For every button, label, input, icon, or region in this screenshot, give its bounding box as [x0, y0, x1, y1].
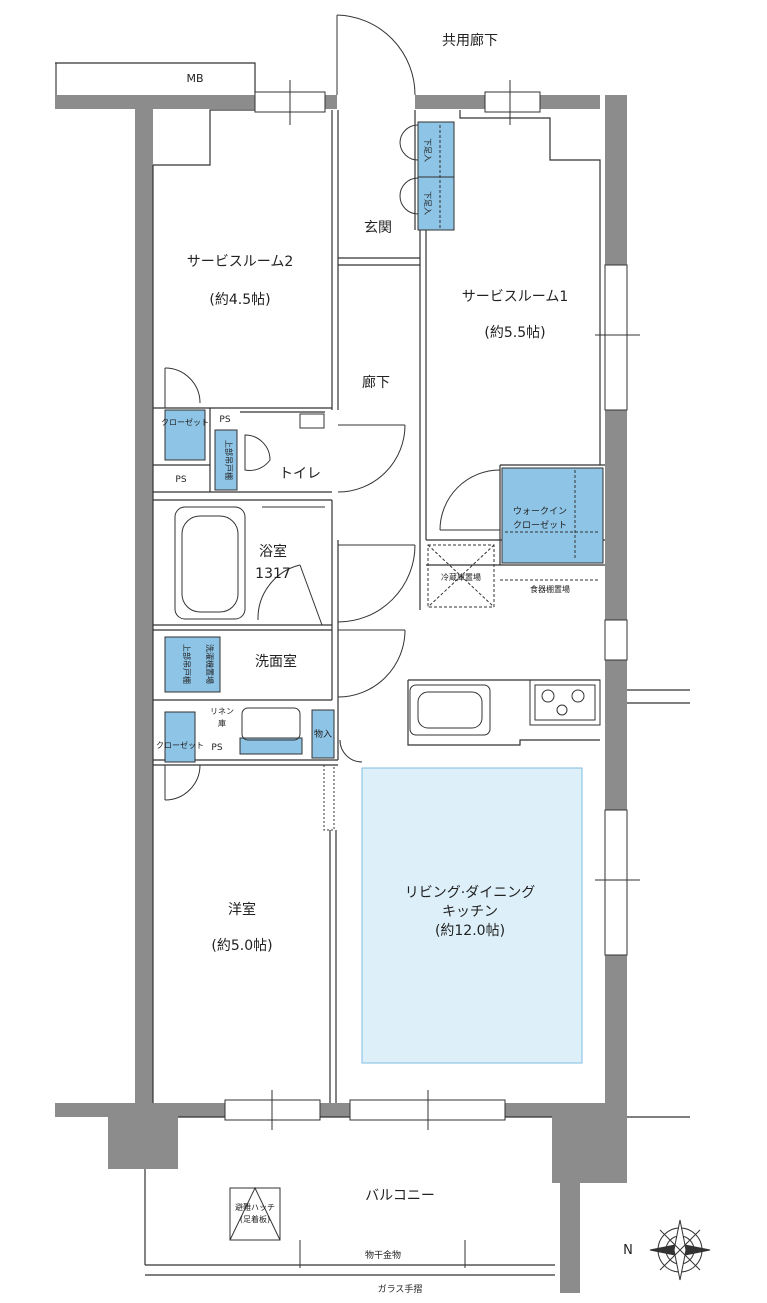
exterior-walls [55, 63, 627, 1293]
bathroom-label: 浴室 [259, 543, 287, 560]
storage-label: 物入 [314, 728, 332, 740]
common-corridor-label: 共用廊下 [442, 32, 498, 49]
walk-in-closet-label-1: ウォークイン [513, 506, 567, 517]
ldk-label-3: (約12.0帖) [435, 923, 505, 939]
mb-label: MB [186, 72, 203, 85]
upper-cabinet-label-washroom: 上部吊戸棚 [182, 644, 192, 684]
dish-shelf-label: 食器棚置場 [530, 584, 570, 594]
fridge-space-label: 冷蔵庫置場 [441, 572, 481, 582]
hatch-label-2: (足着板) [240, 1214, 270, 1224]
fixtures [174, 125, 601, 1268]
storage-fills [164, 121, 604, 763]
toilet-label: トイレ [279, 466, 321, 482]
clothes-hanger-label: 物干金物 [365, 1249, 401, 1261]
walk-in-closet-label-2: クローゼット [513, 519, 567, 531]
western-room-label: 洋室 [228, 901, 256, 918]
shoe-cabinet-label-2: 下足入 [423, 191, 432, 215]
ldk-label-1: リビング·ダイニング [405, 885, 535, 901]
ps-label-mid: PS [175, 475, 186, 485]
balcony-label: バルコニー [365, 1188, 435, 1204]
washroom-label: 洗面室 [255, 653, 297, 670]
shoe-cabinet-label-1: 下足入 [423, 138, 432, 162]
service-room-2-label: サービスルーム2 [187, 254, 294, 270]
upper-cabinet-label-toilet: 上部吊戸棚 [224, 440, 234, 480]
vertical-labels: 下足入 下足入 上部吊戸棚 上部吊戸棚 洗濯機置場 [182, 138, 432, 684]
service-room-2-size: (約4.5帖) [209, 292, 270, 308]
entrance-label: 玄関 [364, 219, 392, 236]
service-room-1-label: サービスルーム1 [462, 289, 569, 305]
hatch-label-1: 避難ハッチ [235, 1202, 275, 1212]
north-label: N [623, 1243, 633, 1258]
linen-label-2: 庫 [218, 718, 226, 728]
closet-label-top: クローゼット [161, 417, 209, 427]
bath-size-label: 1317 [255, 566, 291, 582]
hallway-label: 廊下 [362, 374, 390, 391]
ps-label-top: PS [219, 415, 230, 425]
ldk-label-2: キッチン [442, 904, 498, 920]
ps-label-bottom: PS [211, 743, 222, 753]
windows [224, 80, 640, 1130]
western-room-size: (約5.0帖) [211, 938, 272, 954]
linen-label-1: リネン [210, 707, 234, 716]
service-room-1-size: (約5.5帖) [484, 325, 545, 341]
closet-label-bottom: クローゼット [156, 740, 204, 750]
washer-space-label: 洗濯機置場 [205, 644, 215, 684]
glass-rail-label: ガラス手摺 [378, 1283, 423, 1295]
ldk-area [361, 767, 583, 1064]
compass-icon [649, 1219, 711, 1281]
room-labels: 共用廊下 MB 玄関 サービスルーム2 (約4.5帖) サービスルーム1 (約5… [156, 32, 633, 1295]
doors [164, 14, 501, 801]
